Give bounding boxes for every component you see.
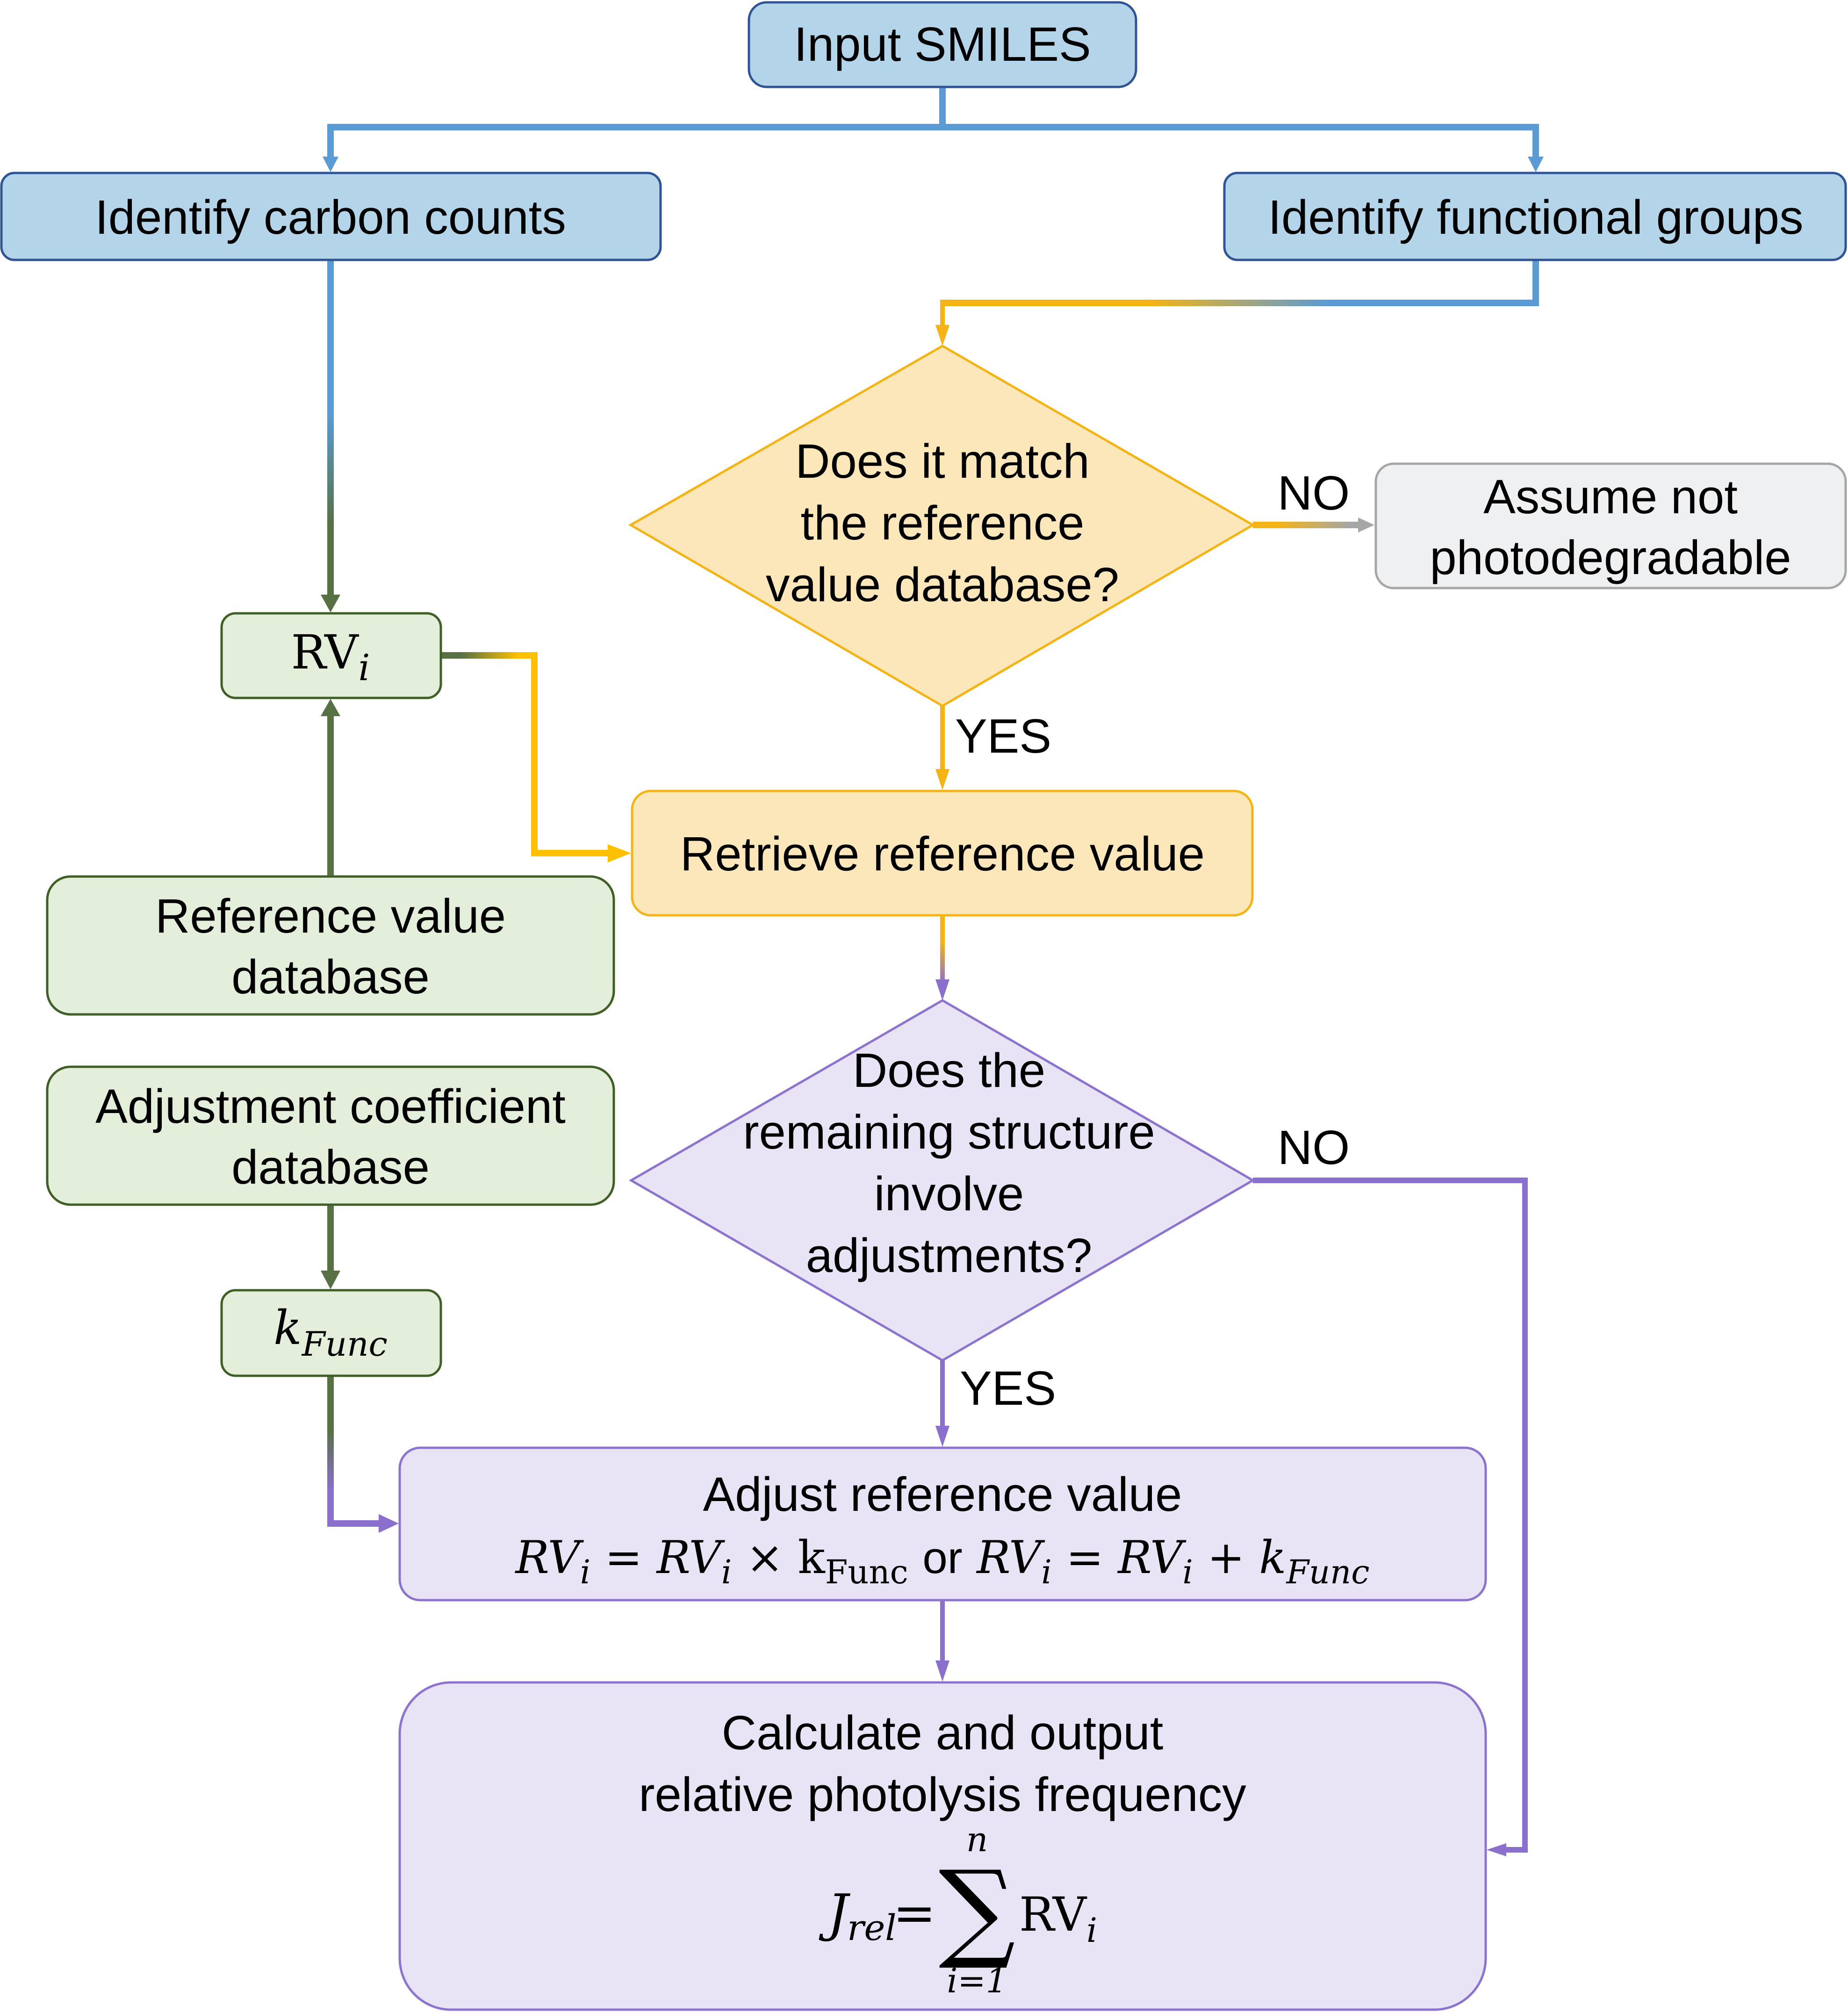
adj-decision-line-4: adjustments?: [806, 1229, 1093, 1282]
retrieve-reference-value-node[interactable]: Retrieve reference value: [631, 790, 1254, 917]
connector-refdb-to-rvi: [321, 699, 340, 876]
arrowhead-icon: [935, 325, 949, 346]
identify-carbon-counts-label: Identify carbon counts: [95, 190, 566, 244]
arrowhead-icon: [608, 844, 631, 862]
arrowhead-icon: [935, 979, 949, 1000]
assume-not-photodegradable-node[interactable]: Assume not photodegradable: [1374, 462, 1847, 589]
arrowhead-icon: [321, 699, 340, 716]
match-database-decision[interactable]: Does it match the reference value databa…: [628, 345, 1255, 707]
connector-adjust-to-calculate: [935, 1601, 949, 1681]
arrowhead-icon: [935, 769, 949, 790]
adjust-formula: RVi = RVi × kFunc or RVi = RVi + kFunc: [515, 1531, 1370, 1594]
connector-adjust-decision-yes: [935, 1360, 949, 1447]
arrowhead-icon: [1528, 157, 1544, 172]
connector-kfunc-to-adjust: [327, 1377, 399, 1533]
connector-input-split: [323, 88, 1544, 172]
adjust-no-label: NO: [1278, 1121, 1350, 1174]
match-no-label: NO: [1278, 466, 1350, 520]
ref-db-line-1: Reference value: [155, 889, 506, 943]
calculate-output-node[interactable]: Calculate and output relative photolysis…: [398, 1681, 1487, 2011]
adj-db-line-1: Adjustment coefficient: [95, 1079, 566, 1133]
identify-functional-groups-node[interactable]: Identify functional groups: [1223, 172, 1847, 261]
adjustments-decision[interactable]: Does the remaining structure involve adj…: [629, 999, 1255, 1362]
match-yes-label: YES: [955, 709, 1051, 763]
arrowhead-icon: [935, 1426, 949, 1447]
connector-carbon-to-rvi: [321, 261, 340, 612]
adj-decision-line-1: Does the: [853, 1043, 1045, 1097]
adj-db-line-2: database: [231, 1140, 430, 1194]
adj-decision-line-3: involve: [874, 1167, 1024, 1221]
rvi-node[interactable]: RVi: [220, 612, 442, 699]
adjust-title: Adjust reference value: [703, 1467, 1182, 1521]
connector-rvi-to-retrieve: [442, 652, 631, 862]
decision-line-1: Does it match: [795, 434, 1090, 488]
arrowhead-icon: [323, 157, 338, 172]
identify-carbon-counts-node[interactable]: Identify carbon counts: [0, 172, 662, 261]
arrowhead-icon: [1487, 1843, 1506, 1856]
arrowhead-icon: [935, 1660, 949, 1681]
adjust-reference-value-node[interactable]: Adjust reference value RVi = RVi × kFunc…: [398, 1446, 1487, 1602]
reference-value-database-node[interactable]: Reference value database: [46, 875, 615, 1016]
decision-line-2: the reference: [801, 496, 1085, 550]
kfunc-label: kFunc: [273, 1301, 388, 1364]
formula-lower-limit: i=1: [947, 1961, 1007, 2000]
identify-functional-groups-label: Identify functional groups: [1268, 190, 1803, 244]
ref-db-line-2: database: [231, 950, 430, 1004]
input-smiles-node[interactable]: Input SMILES: [748, 1, 1137, 88]
formula-upper-limit: n: [966, 1820, 988, 1859]
arrowhead-icon: [379, 1514, 399, 1533]
calculate-line-2: relative photolysis frequency: [639, 1768, 1246, 1821]
input-smiles-label: Input SMILES: [794, 17, 1091, 71]
arrowhead-icon: [1358, 517, 1374, 532]
connector-functional-to-decision: [935, 261, 1539, 346]
retrieve-reference-value-label: Retrieve reference value: [680, 827, 1205, 881]
connector-adjust-decision-no: [1253, 1178, 1528, 1856]
connector-adjdb-to-kfunc: [321, 1205, 340, 1289]
arrowhead-icon: [321, 1271, 340, 1289]
formula-term: RVi: [1019, 1887, 1097, 1950]
connector-retrieve-to-adjust-decision: [935, 916, 949, 1000]
calculate-line-1: Calculate and output: [722, 1706, 1164, 1760]
rvi-label: RVi: [291, 625, 370, 689]
formula-j-sub: rel: [847, 1907, 897, 1948]
kfunc-node[interactable]: kFunc: [220, 1289, 442, 1377]
arrowhead-icon: [321, 595, 340, 612]
decision-line-3: value database?: [766, 558, 1119, 611]
adj-decision-line-2: remaining structure: [743, 1105, 1155, 1159]
not-photodegradable-line-1: Assume not: [1483, 470, 1738, 524]
jrel-formula: J rel = ∑ n i=1 RVi: [819, 1820, 1097, 2000]
adjustment-coefficient-database-node[interactable]: Adjustment coefficient database: [46, 1065, 615, 1206]
connector-decision-yes-to-retrieve: [935, 706, 949, 790]
connector-decision-no-to-not-photodegradable: [1253, 517, 1374, 532]
formula-equals: =: [893, 1883, 936, 1943]
formula-sigma: ∑: [939, 1848, 1015, 1973]
not-photodegradable-line-2: photodegradable: [1430, 531, 1791, 584]
adjust-yes-label: YES: [960, 1361, 1056, 1415]
